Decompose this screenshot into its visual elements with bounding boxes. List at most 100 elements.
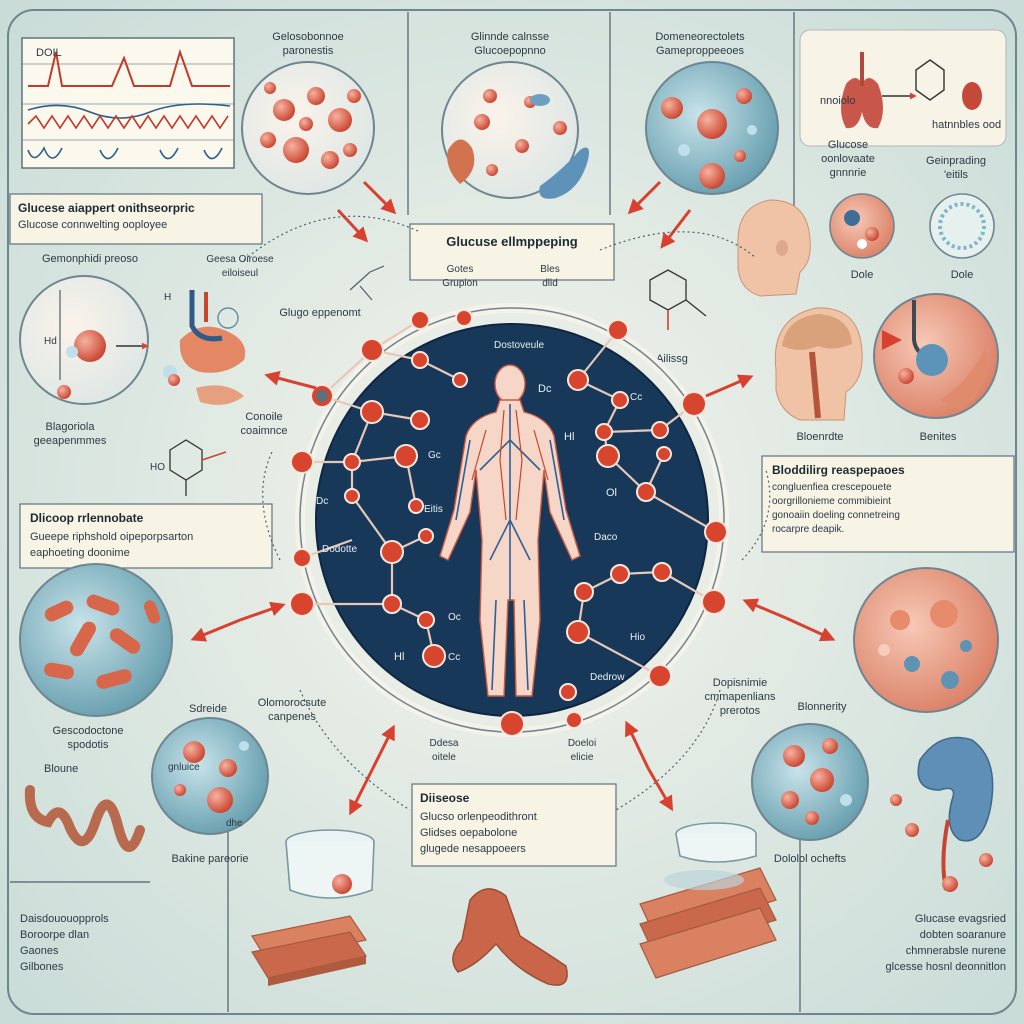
oxidase-callout: Dlicoop rrlennobate Gueepe riphshold oip… [19, 503, 273, 569]
oxidase-line-2: eaphoeting doonime [30, 547, 130, 559]
label-dopisnimie-b: cmmapenlians [705, 691, 776, 703]
diseose-line-1: Glucso orlenpeodithront [420, 811, 537, 823]
support-subtitle: Glucose connwelting ooployee [18, 219, 167, 231]
tube-organ [452, 888, 568, 986]
label-hatnnbles: hatnnbles ood [932, 119, 1001, 131]
title-glucoepopnno: Glucoepopnno [474, 45, 546, 57]
waveform-chart: DOIL [21, 37, 235, 169]
diseose-line-3: glugede nesappoeers [420, 843, 526, 855]
label-blagoriola-b: geeapenmmes [34, 435, 107, 447]
label-olomoe-a: Olomorocsute [258, 697, 326, 709]
support-callout: Glucese aiappert onithseorpric Glucose c… [9, 193, 263, 245]
bloddling-line-2: oorgrillonieme commibieint [772, 496, 891, 507]
title-domeneorectolets: Domeneorectolets [655, 31, 745, 43]
mol-label-9: Dedrow [590, 672, 625, 683]
label-conoile-a: Conoile [245, 411, 282, 423]
label-dololol: Dololol ochefts [774, 853, 847, 865]
bacteria-dish [19, 563, 173, 717]
oxidase-title: Dlicoop rrlennobate [30, 511, 144, 525]
mol-label-12: Cc [630, 392, 642, 403]
center-banner: Glucuse ellmppeping [409, 223, 615, 281]
molecule-structure-right [649, 269, 707, 330]
label-gesca-a: Geesa Oiroese [206, 254, 274, 265]
blue-cell-dish [645, 61, 779, 195]
label-glucose-a: Glucose [828, 139, 868, 151]
bentes-dish [873, 293, 999, 419]
mol-label-2: Hl [564, 431, 574, 443]
meat-slabs-left [251, 915, 367, 986]
label-bloenrdte: Bloenrdte [796, 431, 843, 443]
bloddling-line-3: gonoaiin doeling connetreing [772, 510, 900, 521]
label-ailissg: Ailissg [656, 353, 688, 365]
intestine-illustration [24, 785, 145, 852]
label-gesca-b: eiloiseul [222, 268, 258, 279]
label-sdreide: Sdreide [189, 703, 227, 715]
label-spodotis: spodotis [68, 739, 109, 751]
label-gnluice: gnluice [168, 762, 200, 773]
title-glinnde: Glinnde calnsse [471, 31, 549, 43]
molecule-chain-left [289, 310, 468, 668]
label-dopisnimie-c: prerotos [720, 705, 761, 717]
brain-head-illustration [774, 307, 863, 421]
label-dhe: dhe [226, 818, 243, 829]
label-bles-a: Bles [540, 264, 559, 275]
pancreas-illustration [163, 290, 246, 405]
title-gameproppeeoes: Gameproppeeoes [656, 45, 745, 57]
svg-text:HO: HO [150, 462, 165, 473]
svg-text:Hd: Hd [44, 336, 57, 347]
small-dish-right [929, 193, 995, 259]
bloddling-title: Bloddilirg reaspepaoes [772, 463, 905, 477]
glass-dish-right [675, 822, 757, 863]
diseose-line-2: Glidses oepabolone [420, 827, 517, 839]
molecule-chain-right [566, 319, 728, 688]
label-conoile-b: coaimnce [240, 425, 287, 437]
mol-label-11: Hio [630, 632, 645, 643]
label-glucose-c: gnnnrie [830, 167, 867, 179]
label-gerprading-a: Geinprading [926, 155, 986, 167]
label-doeloi-a: Doeloi [568, 738, 596, 749]
support-title: Glucese aiappert onithseorpric [18, 201, 195, 215]
label-blonnerity: Blonnerity [798, 701, 847, 713]
bottom-right-line-1: Glucase evagsried [915, 913, 1006, 925]
glucose-dish [441, 61, 589, 199]
human-figure [439, 364, 581, 697]
mol-label-3: Gc [428, 450, 441, 461]
label-gemonphidi: Gemonphidi preoso [42, 253, 138, 265]
label-gescodoctone: Gescodoctone [53, 725, 124, 737]
mol-label-10: Cc [448, 652, 460, 663]
arrows [190, 180, 836, 816]
label-glucose-b: oonlovaate [821, 153, 875, 165]
mol-label-14: Oc [448, 612, 461, 623]
label-nnoiolo: nnoiolo [820, 95, 855, 107]
label-bakine: Bakine pareorie [171, 853, 248, 865]
mol-label-13: Eitis [424, 504, 443, 515]
label-doeloi-b: elicie [571, 752, 594, 763]
label-blagoriola-a: Blagoriola [46, 421, 96, 433]
label-gerprading-b: 'eitils [944, 169, 969, 181]
label-dole-left: Dole [851, 269, 874, 281]
bloddling-callout: Bloddilirg reaspepaoes congluenfiea cres… [761, 455, 1015, 553]
bloddling-line-1: congluenfiea crescepouete [772, 482, 892, 493]
bottom-left-line-4: Gilbones [20, 961, 64, 973]
center-banner-title: Glucuse ellmppeping [446, 234, 578, 249]
bottom-left-line-3: Gaones [20, 945, 59, 957]
label-olomoe-b: canpenes [268, 711, 316, 723]
mol-label-5: Ol [606, 487, 617, 499]
title-paronestis: paronestis [283, 45, 334, 57]
svg-text:H: H [164, 292, 171, 303]
bloddling-line-4: rocarpre deapik. [772, 524, 844, 535]
skin-dish [853, 567, 999, 713]
mol-label-1: Dc [538, 383, 552, 395]
head-illustration [737, 199, 811, 297]
mol-label-4: Dc [316, 496, 328, 507]
label-ddesa-b: oitele [432, 752, 456, 763]
label-bloune: Bloune [44, 763, 78, 775]
diseose-callout: Diiseose Glucso orlenpeodithront Glidses… [411, 783, 617, 867]
central-body-diagram: Dostoveule Dc Hl Gc Dc Ol Dodotte Daco H… [289, 303, 729, 737]
chart-label: DOIL [36, 47, 62, 59]
bottom-left-line-2: Boroorpe dlan [20, 929, 89, 941]
bottom-left-line-1: Daisdououopprols [20, 913, 109, 925]
label-gotes-b: Grupion [442, 278, 478, 289]
lungs-panel: nnoiolo hatnnbles ood [799, 29, 1007, 147]
